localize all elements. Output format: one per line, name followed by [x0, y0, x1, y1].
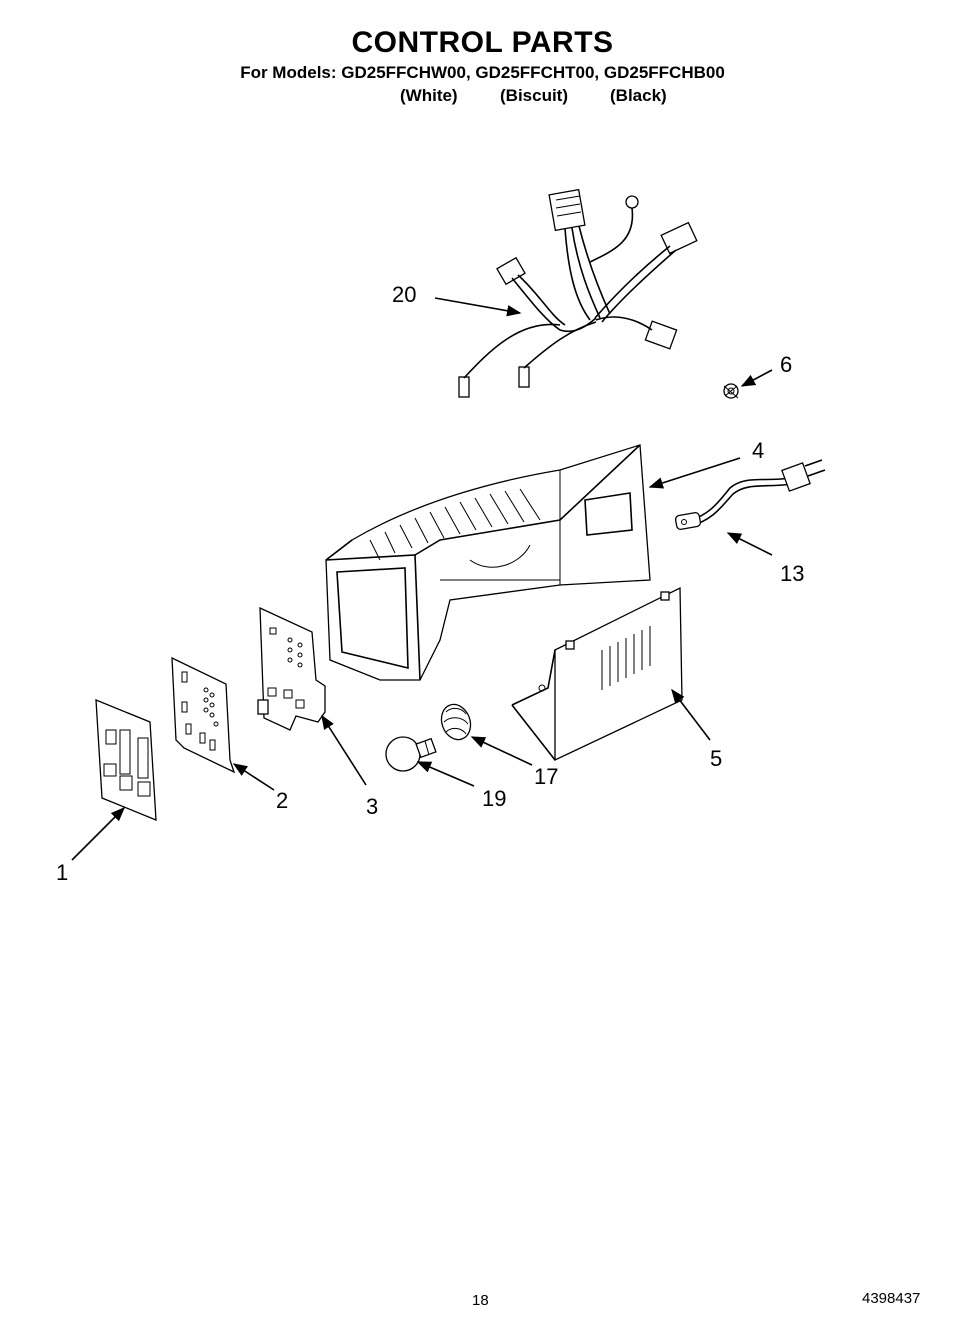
page-number: 18: [472, 1292, 489, 1309]
color-biscuit-label: (Biscuit): [500, 86, 568, 105]
color-black-label: (Black): [610, 86, 667, 105]
leader-line-17: [470, 736, 533, 766]
callout-20: 20: [392, 282, 416, 307]
callout-5: 5: [710, 746, 722, 771]
leader-line-3: [321, 714, 367, 786]
lamp-socket-part: [440, 703, 472, 741]
leader-lines: [71, 297, 773, 861]
control-board-part: [257, 606, 326, 731]
leader-line-1: [71, 806, 126, 861]
leader-line-19: [416, 761, 475, 787]
leader-line-5: [671, 688, 711, 741]
leader-line-20: [434, 297, 522, 317]
model-list: For Models: GD25FFCHW00, GD25FFCHT00, GD…: [240, 63, 725, 82]
cover-part: [511, 586, 683, 762]
callout-2: 2: [276, 788, 288, 813]
leader-line-2: [232, 763, 275, 791]
document-number: 4398437: [862, 1290, 921, 1307]
wire-harness-part: [458, 188, 698, 398]
callout-1: 1: [56, 860, 68, 885]
leader-line-4: [648, 457, 741, 489]
callout-4: 4: [752, 438, 764, 463]
control-overlay-part: [95, 699, 157, 821]
sensor-part: [674, 459, 826, 530]
clip-part: [723, 383, 739, 399]
color-white-label: (White): [400, 86, 458, 105]
callout-3: 3: [366, 794, 378, 819]
switch-board-part: [171, 656, 236, 774]
leader-line-6: [740, 369, 773, 387]
callout-6: 6: [780, 352, 792, 377]
control-housing-part: [325, 444, 651, 681]
callout-19: 19: [482, 786, 506, 811]
callout-13: 13: [780, 561, 804, 586]
callout-17: 17: [534, 764, 558, 789]
page-title: CONTROL PARTS: [351, 26, 614, 59]
leader-line-13: [726, 532, 773, 556]
light-bulb-part: [385, 736, 437, 772]
